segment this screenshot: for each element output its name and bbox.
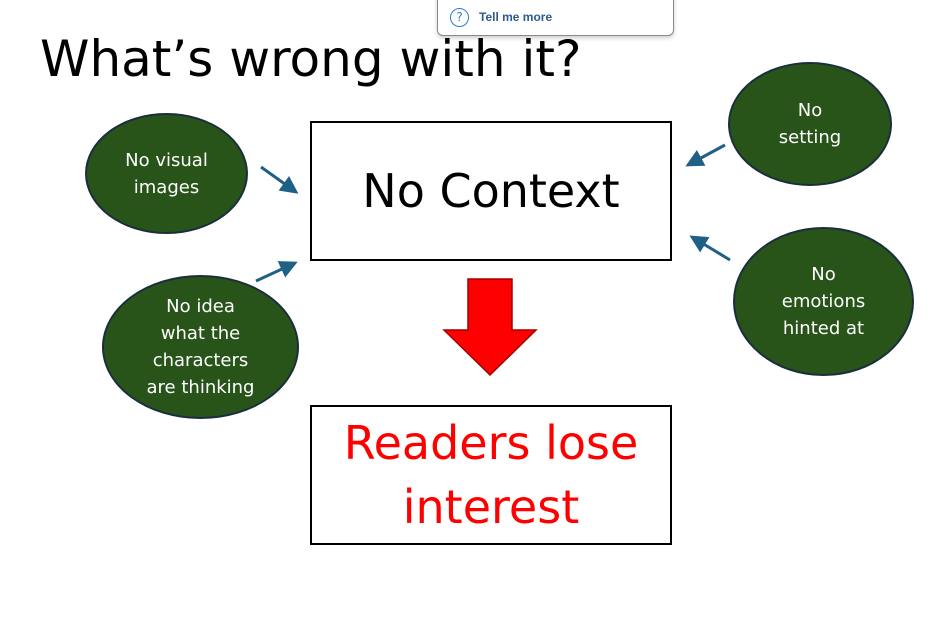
arrow-4 <box>689 235 731 262</box>
center-box-no-context: No Context <box>310 121 672 261</box>
cause-no-idea-thinking: No idea what the characters are thinking <box>102 275 299 419</box>
tell-me-more-popup: ? Tell me more <box>437 0 674 36</box>
arrow-2 <box>255 261 298 283</box>
down-arrow <box>442 278 538 377</box>
tell-me-more-link[interactable]: Tell me more <box>479 10 553 24</box>
slide-title: What’s wrong with it? <box>40 30 582 88</box>
arrow-3 <box>685 143 726 167</box>
arrow-1 <box>260 165 299 194</box>
cause-no-emotions: No emotions hinted at <box>733 227 914 376</box>
cause-no-setting: No setting <box>728 62 892 186</box>
cause-no-visual-images: No visual images <box>85 113 248 234</box>
result-box-readers-lose-interest: Readers lose interest <box>310 405 672 545</box>
question-circle-icon[interactable]: ? <box>450 8 469 27</box>
